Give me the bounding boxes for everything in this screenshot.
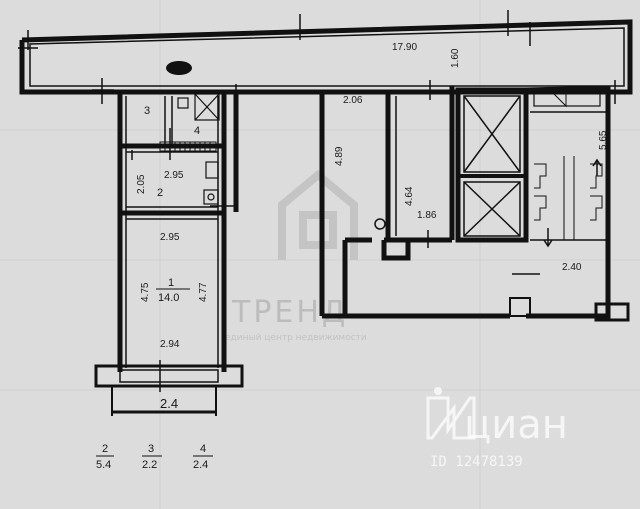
stairs-width: 2.40: [562, 262, 582, 273]
room-2-number: 2: [157, 187, 163, 199]
room-2-width: 2.95: [164, 170, 184, 181]
brand-logo-icon: [426, 387, 476, 440]
corridor-width: 1.60: [450, 48, 461, 68]
room-4-number: 4: [194, 125, 200, 137]
agency-watermark: ТРЕНД единый центр недвижимости: [225, 169, 367, 343]
bath-fixtures: [177, 93, 220, 205]
legend-area-3: 2.2: [142, 459, 157, 471]
apartment-walls: [117, 92, 325, 372]
stair-room-height: 4.64: [404, 186, 415, 206]
legend-area-2: 5.4: [96, 459, 111, 471]
corridor-outline: [19, 19, 633, 95]
shaft-height: 4.89: [334, 146, 345, 166]
stair-room-inner: [395, 80, 431, 248]
room-2-depth: 2.05: [136, 174, 147, 194]
balcony: [94, 364, 244, 416]
legend-room-2: 2: [102, 443, 108, 455]
area-legend: 2 5.4 3 2.2 4 2.4: [96, 443, 213, 471]
agency-subtitle: единый центр недвижимости: [225, 333, 367, 343]
stair-room-width: 1.86: [417, 210, 437, 221]
drain-icon: [374, 218, 386, 230]
hall-width: 2.06: [343, 95, 363, 106]
staircase: [509, 85, 630, 322]
brand-name: циан: [464, 402, 568, 448]
brand-watermark: циан ID 12478139: [426, 387, 568, 470]
room-1-area: 14.0: [158, 292, 179, 304]
house-logo-icon: [278, 169, 358, 260]
balcony-width: 2.4: [160, 396, 178, 411]
room-1-width-top: 2.95: [160, 232, 180, 243]
legend-room-4: 4: [200, 443, 206, 455]
legend-area-4: 2.4: [193, 459, 208, 471]
stair-room-walls: [385, 86, 455, 243]
corridor-inner-line: [29, 27, 625, 87]
corridor-length: 17.90: [392, 42, 417, 53]
legend-room-3: 3: [148, 443, 154, 455]
ink-smudge: [166, 61, 192, 75]
agency-name: ТРЕНД: [231, 295, 348, 330]
room-3-number: 3: [144, 105, 150, 117]
elevator-shafts: [455, 87, 529, 243]
room-1-number: 1: [168, 277, 174, 289]
apartment-inner-lines: [125, 96, 219, 368]
room-1-width-bottom: 2.94: [160, 339, 180, 350]
room-1-depth-right: 4.77: [198, 282, 209, 302]
room-1-depth-left: 4.75: [140, 282, 151, 302]
stairs-height: 5.65: [598, 130, 609, 150]
listing-id: ID 12478139: [430, 454, 523, 470]
corridor-ticks: [18, 10, 616, 104]
